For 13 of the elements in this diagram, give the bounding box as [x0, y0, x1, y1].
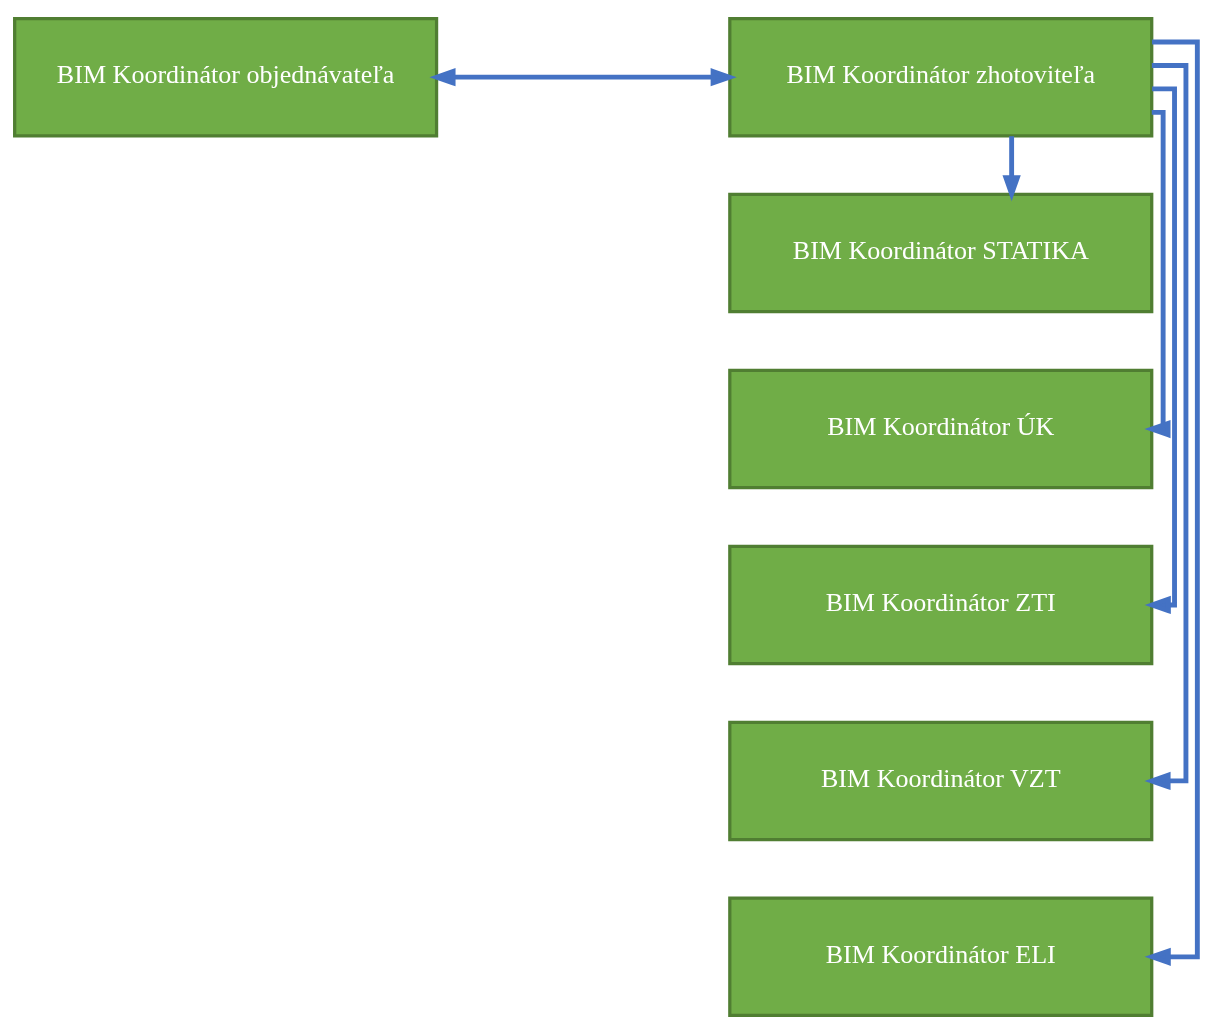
- arrow: [429, 68, 737, 87]
- node-box: BIM Koordinátor ÚK: [728, 368, 1154, 490]
- node-box: BIM Koordinátor ELI: [728, 896, 1154, 1018]
- node-box: BIM Koordinátor zhotoviteľa: [728, 16, 1154, 138]
- arrow: [1002, 136, 1021, 202]
- node-box: BIM Koordinátor VZT: [728, 720, 1154, 842]
- arrow: [1144, 39, 1200, 966]
- arrow: [1144, 63, 1189, 791]
- node-box: BIM Koordinátor objednávateľa: [13, 16, 439, 138]
- arrow: [1144, 109, 1171, 439]
- node-box: BIM Koordinátor ZTI: [728, 544, 1154, 666]
- arrow: [1144, 86, 1177, 615]
- node-box: BIM Koordinátor STATIKA: [728, 192, 1154, 314]
